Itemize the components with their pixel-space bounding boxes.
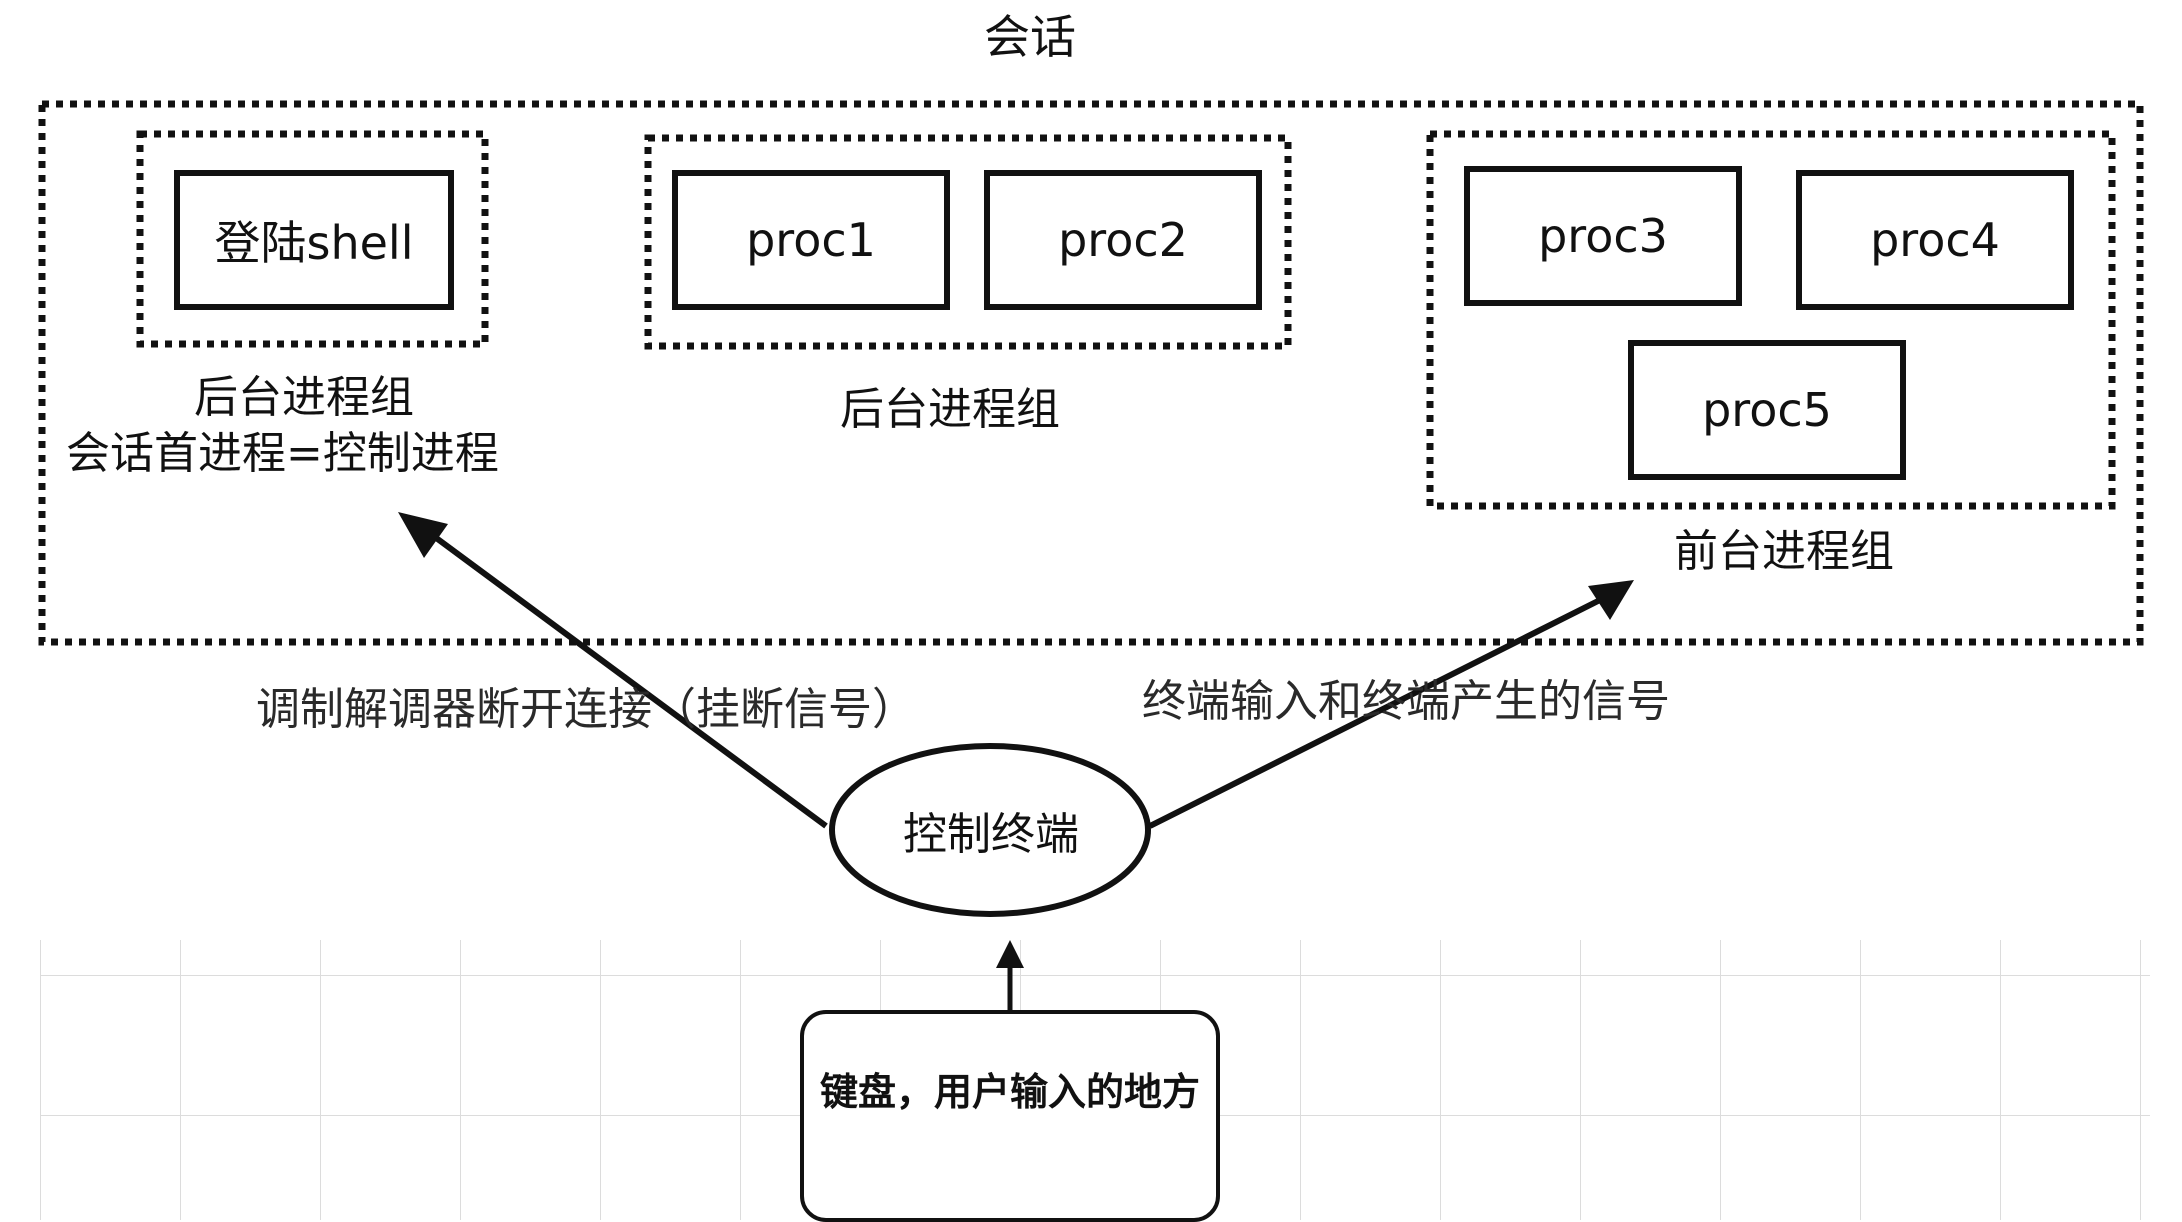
foreground-group-label: 前台进程组 xyxy=(1674,526,1894,577)
keyboard-label: 键盘，用户输入的地方 xyxy=(820,1070,1201,1114)
hangup-arrow-line xyxy=(418,523,828,829)
proc2-box: proc2 xyxy=(984,170,1262,310)
proc5-box: proc5 xyxy=(1628,340,1906,480)
session-leader-label: 会话首进程=控制进程 xyxy=(66,428,499,479)
session-title: 会话 xyxy=(984,10,1076,64)
proc3-box: proc3 xyxy=(1464,166,1742,306)
login-group-boundary xyxy=(136,130,489,348)
keyboard-box: 键盘，用户输入的地方 xyxy=(800,1010,1220,1222)
proc1-box: proc1 xyxy=(672,170,950,310)
login-shell-box: 登陆shell xyxy=(174,170,454,310)
session-boundary xyxy=(38,100,2144,646)
terminal-signal-label: 终端输入和终端产生的信号 xyxy=(1142,676,1670,727)
controlling-terminal-ellipse xyxy=(829,743,1151,917)
foreground-group-boundary xyxy=(1426,130,2116,510)
hangup-signal-label: 调制解调器断开连接（挂断信号） xyxy=(256,684,916,735)
background-group-label: 后台进程组 xyxy=(840,384,1060,435)
signal-arrow-head xyxy=(1588,580,1634,620)
input-arrow-head xyxy=(996,940,1024,968)
proc4-box: proc4 xyxy=(1796,170,2074,310)
login-group-label: 后台进程组 xyxy=(194,372,414,423)
hangup-arrow-head xyxy=(398,512,448,558)
controlling-terminal-label: 控制终端 xyxy=(903,809,1079,860)
signal-arrow-line xyxy=(1148,597,1602,829)
background-group-boundary xyxy=(644,134,1292,350)
